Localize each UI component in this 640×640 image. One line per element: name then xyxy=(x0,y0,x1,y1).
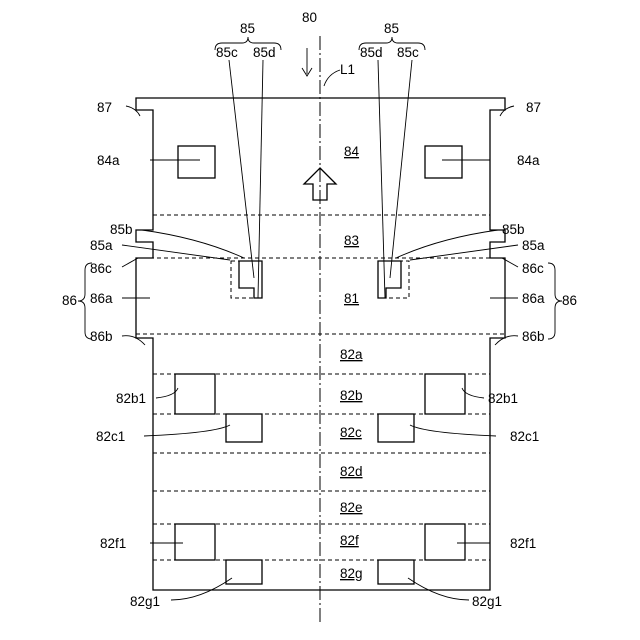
pad-82g1-left xyxy=(226,560,262,584)
label-86a-right: 86a xyxy=(522,291,545,306)
label-85a-right: 85a xyxy=(522,238,545,253)
pad-82f1-right xyxy=(425,524,465,560)
label-85c-right: 85c xyxy=(397,45,419,60)
zone-83: 83 xyxy=(344,233,359,248)
label-82c1-left: 82c1 xyxy=(96,429,125,444)
label-86-right: 86 xyxy=(562,293,577,308)
label-L1: L1 xyxy=(340,62,355,77)
label-86c-left: 86c xyxy=(90,261,112,276)
zone-82b: 82b xyxy=(340,388,363,403)
zone-81: 81 xyxy=(344,291,359,306)
label-84a-left: 84a xyxy=(97,153,120,168)
label-85c-left: 85c xyxy=(216,45,238,60)
zone-82c: 82c xyxy=(340,425,362,440)
zone-82e: 82e xyxy=(340,500,363,515)
pad-82g1-right xyxy=(378,560,414,584)
label-86a-left: 86a xyxy=(90,291,113,306)
label-84a-right: 84a xyxy=(517,153,540,168)
label-85a-left: 85a xyxy=(90,238,113,253)
zone-82f: 82f xyxy=(340,533,359,548)
label-86b-right: 86b xyxy=(522,329,545,344)
label-85-left: 85 xyxy=(240,21,255,36)
brace-86-right xyxy=(548,263,562,339)
label-85d-left: 85d xyxy=(253,45,276,60)
label-82f1-right: 82f1 xyxy=(510,536,536,551)
pad-82c1-right xyxy=(378,414,414,442)
pad-84a-left xyxy=(178,146,215,178)
element-85-right-solid xyxy=(378,261,401,298)
label-82c1-right: 82c1 xyxy=(510,429,539,444)
label-80: 80 xyxy=(302,10,317,25)
label-85b-left: 85b xyxy=(110,222,133,237)
zone-84: 84 xyxy=(344,144,360,159)
pad-82f1-left xyxy=(175,524,215,560)
label-85b-right: 85b xyxy=(502,222,525,237)
zone-82d: 82d xyxy=(340,464,363,479)
label-82f1-left: 82f1 xyxy=(100,536,126,551)
zone-82a: 82a xyxy=(340,347,363,362)
element-85-right-dashed xyxy=(378,261,409,298)
label-82b1-left: 82b1 xyxy=(116,391,146,406)
label-87-left: 87 xyxy=(97,100,112,115)
zone-82g: 82g xyxy=(340,566,363,581)
label-85-right: 85 xyxy=(384,21,399,36)
label-82g1-left: 82g1 xyxy=(130,594,160,609)
pad-82c1-left xyxy=(226,414,262,442)
pad-82b1-left xyxy=(175,374,215,414)
label-86-left: 86 xyxy=(62,293,77,308)
pad-82b1-right xyxy=(425,374,465,414)
label-82g1-right: 82g1 xyxy=(472,594,502,609)
label-85d-right: 85d xyxy=(360,45,383,60)
element-85-left-dashed xyxy=(231,261,262,298)
label-87-right: 87 xyxy=(526,100,541,115)
label-86c-right: 86c xyxy=(522,261,544,276)
label-86b-left: 86b xyxy=(90,329,113,344)
pad-84a-right xyxy=(425,146,462,178)
label-82b1-right: 82b1 xyxy=(488,391,518,406)
